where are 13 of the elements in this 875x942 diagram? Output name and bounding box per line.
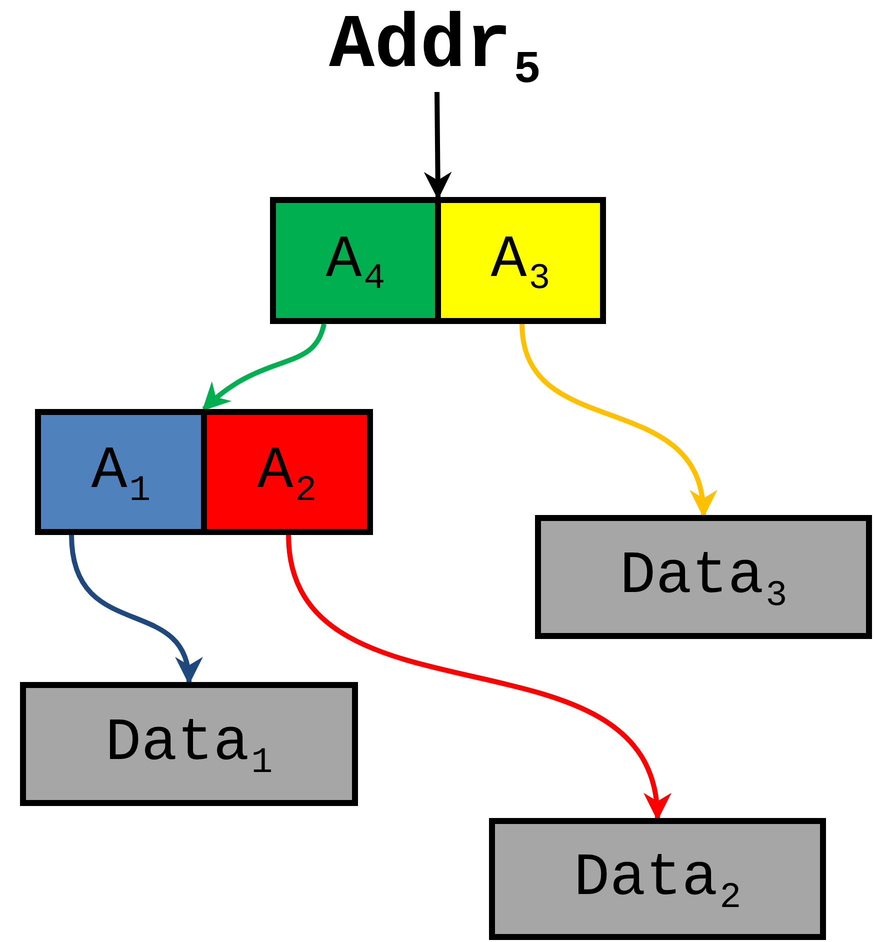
arrow [520, 324, 714, 518]
arrow [69, 534, 200, 685]
register-cell: A$_{1}$ [41, 415, 201, 529]
arrow [202, 323, 326, 411]
address-label: Addr$_{5}$ [235, 8, 635, 84]
register-cell: A$_{2}$ [201, 415, 367, 529]
data-box: Data$_{2}$ [489, 818, 826, 940]
arrow [424, 92, 452, 200]
data-box: Data$_{1}$ [20, 682, 358, 806]
register-cell: A$_{3}$ [435, 203, 600, 318]
register-cell: A$_{4}$ [276, 203, 435, 318]
register-box [270, 197, 606, 324]
register-box [35, 409, 373, 535]
